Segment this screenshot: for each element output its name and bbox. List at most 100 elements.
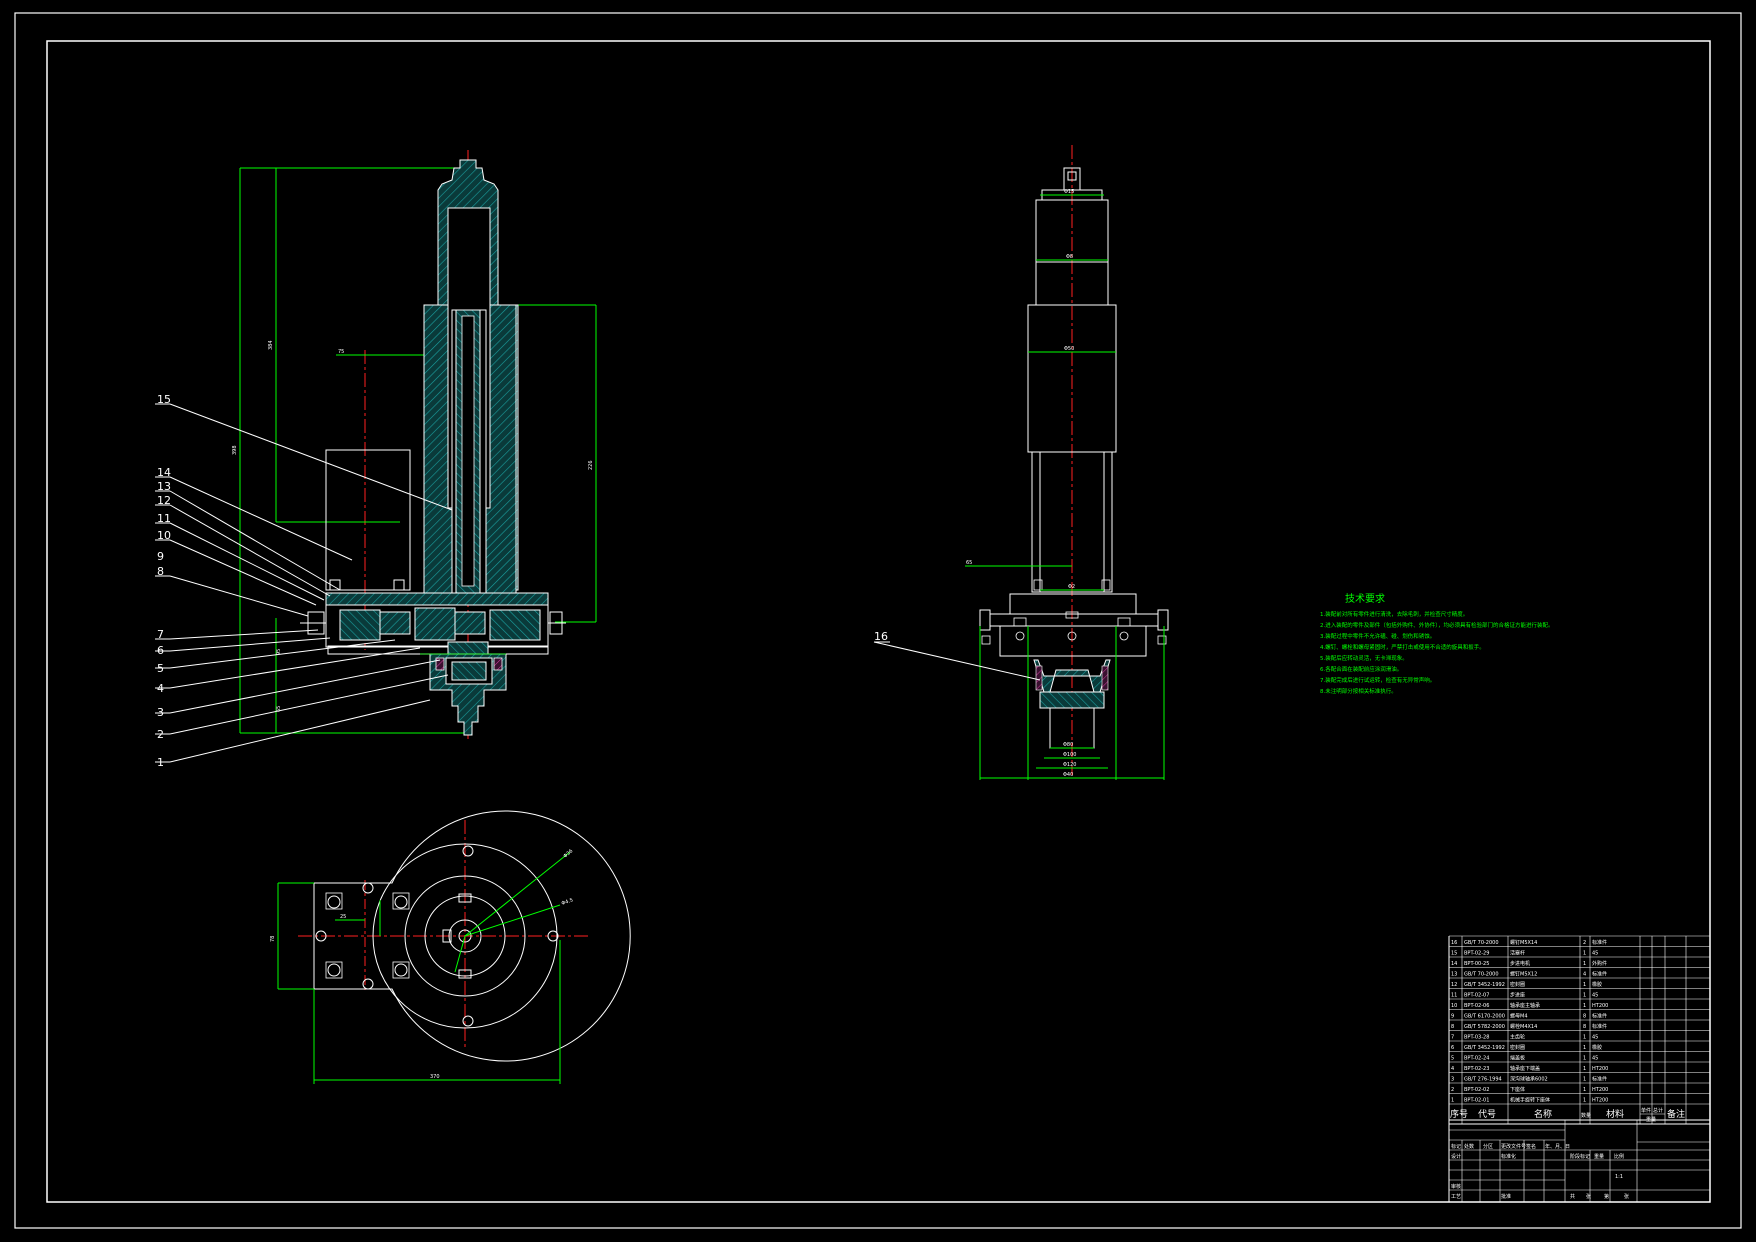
balloon-7: 7: [157, 628, 164, 641]
bom-cell-material: 45: [1592, 951, 1598, 957]
bom-header-no: 序号: [1450, 1108, 1468, 1120]
bom-cell-qty: 1: [1583, 982, 1586, 988]
dim-65-right: 65: [966, 560, 972, 566]
tb-sheet: 第: [1604, 1193, 1609, 1200]
bom-cell-material: 橡胶: [1592, 981, 1602, 988]
bom-cell-material: HT200: [1592, 1098, 1608, 1104]
bom-cell-name: 主齿轮: [1510, 1034, 1525, 1041]
bom-cell-name: 密封圈: [1510, 981, 1525, 988]
tech-req-line-8: 8.未注明部分按相关标准执行。: [1320, 687, 1397, 695]
bom-cell-material: 45: [1592, 1035, 1598, 1041]
balloon-1: 1: [157, 756, 164, 769]
bom-cell-qty: 1: [1583, 961, 1586, 967]
bom-cell-name: 密封圈: [1510, 1044, 1525, 1051]
bom-cell-qty: 1: [1583, 993, 1586, 999]
bom-cell-name: 步进座: [1510, 992, 1525, 999]
inner-border: [46, 40, 1711, 1203]
balloon-11: 11: [157, 512, 171, 525]
bom-cell-no: 7: [1451, 1035, 1454, 1041]
bom-cell-material: 标准件: [1592, 939, 1607, 946]
tb-weight: 重量: [1594, 1153, 1604, 1160]
tb-sheet-total: 共: [1570, 1193, 1575, 1200]
bom-cell-code: GB/T 276-1994: [1464, 1077, 1502, 1083]
bom-cell-qty: 1: [1583, 1098, 1586, 1104]
bom-cell-no: 12: [1451, 982, 1457, 988]
dim-phi2: Φ2: [1068, 584, 1075, 590]
bom-header-remark: 备注: [1667, 1108, 1685, 1120]
bom-cell-no: 4: [1451, 1066, 1454, 1072]
bom-cell-name: 步进电机: [1510, 960, 1530, 967]
dim-phi4-5: Φ4.5: [561, 898, 574, 907]
bom-cell-no: 13: [1451, 972, 1457, 978]
bom-cell-code: BPT-00-25: [1464, 961, 1489, 967]
bom-cell-material: 标准件: [1592, 1023, 1607, 1030]
tb-process: 工艺: [1451, 1194, 1461, 1200]
dim-phi50: Φ50: [1064, 346, 1074, 352]
dim-phi36: Φ36: [562, 848, 574, 859]
dim-226: 226: [588, 460, 594, 470]
balloon-4: 4: [157, 682, 164, 695]
tech-req-title: 技术要求: [1345, 592, 1385, 605]
bom-cell-code: GB/T 3452-1992: [1464, 1045, 1505, 1051]
balloon-14: 14: [157, 466, 171, 479]
bom-cell-no: 14: [1451, 961, 1457, 967]
bom-cell-material: HT200: [1592, 1003, 1608, 1009]
tb-scale-value: 1:1: [1615, 1174, 1623, 1180]
outer-border: [14, 12, 1742, 1229]
dim-65: 65: [276, 706, 282, 712]
bom-cell-no: 10: [1451, 1003, 1457, 1009]
tb-review: 审核: [1451, 1183, 1461, 1190]
bom-cell-name: 轴承座下端盖: [1510, 1065, 1540, 1072]
balloon-2: 2: [157, 728, 164, 741]
bom-cell-qty: 8: [1583, 1014, 1586, 1020]
bom-cell-qty: 1: [1583, 1087, 1586, 1093]
balloon-5: 5: [157, 662, 164, 675]
bom-cell-no: 8: [1451, 1024, 1454, 1030]
tech-req-line-4: 4.螺钉、螺栓和螺母紧固时，严禁打击或使用不合适的旋具和扳手。: [1320, 643, 1485, 651]
tech-req-line-2: 2.进入装配的零件及部件（包括外购件、外协件），均必须具有检验部门的合格证方能进…: [1320, 621, 1554, 629]
bom-cell-material: 外购件: [1592, 960, 1607, 967]
bom-header-code: 代号: [1478, 1109, 1496, 1120]
tech-req-line-5: 5.装配后应转动灵活，无卡滞现象。: [1320, 654, 1408, 662]
bom-cell-code: BPT-02-07: [1464, 993, 1489, 999]
tb-zone: 分区: [1483, 1143, 1493, 1150]
tb-change-doc: 更改文件号: [1501, 1143, 1526, 1150]
bom-cell-qty: 1: [1583, 1045, 1586, 1051]
bom-cell-no: 2: [1451, 1087, 1454, 1093]
bom-cell-material: 标准件: [1592, 1076, 1607, 1083]
bom-cell-material: 橡胶: [1592, 1044, 1602, 1051]
balloon-15: 15: [157, 393, 171, 406]
tb-stage: 阶段标记: [1570, 1153, 1590, 1160]
dim-398: 398: [232, 445, 238, 455]
bom-cell-code: GB/T 6170-2000: [1464, 1014, 1505, 1020]
title-block: 标记 处数 分区 更改文件号 签名 年、月、日 设计 标准化 审核 工艺 批准 …: [1448, 1119, 1711, 1203]
bom-cell-no: 16: [1451, 940, 1457, 946]
balloon-8: 8: [157, 565, 164, 578]
bom-header-name: 名称: [1534, 1108, 1552, 1120]
bom-cell-qty: 2: [1583, 940, 1586, 946]
bom-cell-code: GB/T 5782-2000: [1464, 1024, 1505, 1030]
tb-standard: 标准化: [1501, 1153, 1516, 1160]
balloon-12: 12: [157, 494, 171, 507]
bom-cell-name: 活塞杆: [1510, 950, 1525, 957]
bom-cell-code: BPT-02-02: [1464, 1087, 1489, 1093]
bom-cell-no: 3: [1451, 1077, 1454, 1083]
bom-cell-qty: 4: [1583, 972, 1586, 978]
balloon-6: 6: [157, 644, 164, 657]
tb-design: 设计: [1451, 1153, 1461, 1160]
balloon-9: 9: [157, 550, 164, 563]
dim-phi100: Φ100: [1063, 752, 1076, 758]
bom-cell-name: 机械手旋转下座体: [1510, 1097, 1550, 1104]
tb-approve: 批准: [1501, 1193, 1511, 1200]
bom-cell-code: GB/T 70-2000: [1464, 940, 1499, 946]
tech-req-line-3: 3.装配过程中零件不允许磕、碰、划伤和锈蚀。: [1320, 632, 1435, 640]
technical-requirements: 技术要求 1.装配前对所有零件进行清洗，去除毛刺，并检查尺寸精度。 2.进入装配…: [1320, 592, 1554, 695]
dim-phi80: Φ80: [1063, 742, 1073, 748]
tb-scale: 比例: [1614, 1153, 1624, 1160]
balloon-13: 13: [157, 480, 171, 493]
bom-header-qty: 数量: [1581, 1112, 1591, 1119]
bom-cell-code: BPT-02-23: [1464, 1066, 1489, 1072]
bom-cell-no: 11: [1451, 993, 1457, 999]
dim-75: 75: [338, 349, 344, 355]
